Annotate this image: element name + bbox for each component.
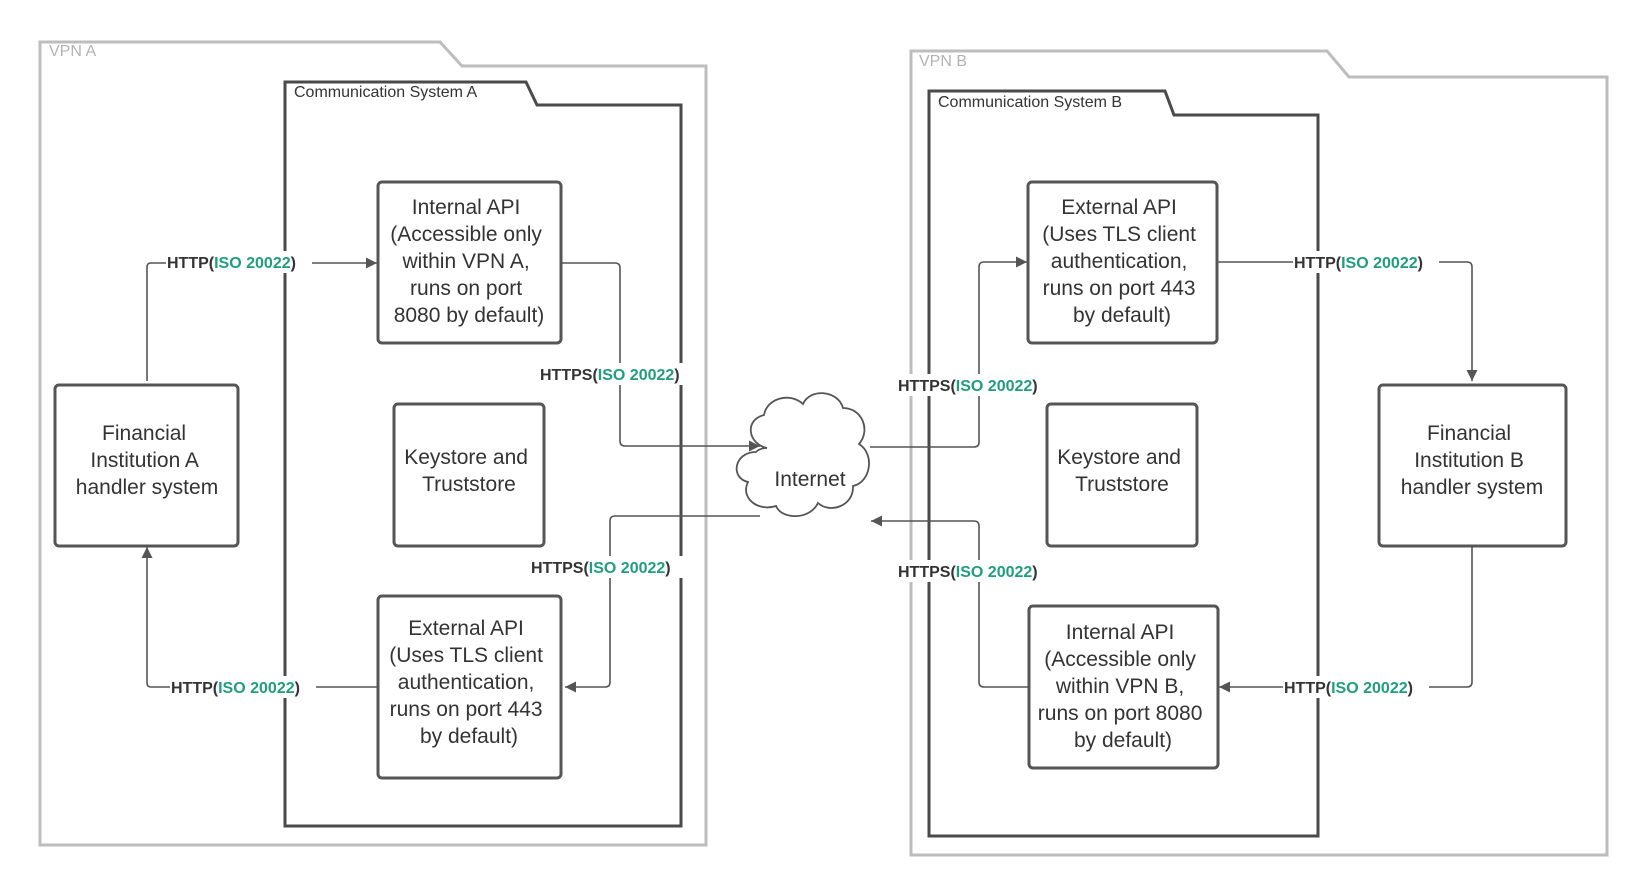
svg-text:HTTP(ISO 20022): HTTP(ISO 20022) [167, 255, 296, 272]
external-api-b-line-2: (Uses TLS client [1042, 223, 1196, 246]
external-api-b-line-4: runs on port 443 [1043, 277, 1196, 300]
external-api-b-line-1: External API [1061, 196, 1177, 219]
internal-api-a-line-3: within VPN A, [401, 250, 529, 273]
internal-api-b-line-2: (Accessible only [1044, 648, 1196, 671]
communication-system-a-label: Communication System A [294, 84, 478, 101]
keystore-a-line-1: Keystore and [404, 446, 528, 469]
external-api-a-node: External API (Uses TLS client authentica… [376, 594, 563, 780]
label-internet-to-external-api-b: HTTPS(ISO 20022) [897, 374, 1054, 396]
keystore-b-node: Keystore and Truststore [1045, 402, 1199, 548]
internal-api-a-line-4: runs on port [410, 277, 522, 300]
keystore-a-line-2: Truststore [422, 473, 516, 496]
fi-a-line-3: handler system [76, 476, 218, 499]
svg-text:HTTPS(ISO 20022): HTTPS(ISO 20022) [898, 378, 1038, 395]
svg-text:External API (Uses TLS c: External API (Uses TLS client authentica… [1042, 196, 1202, 327]
label-fi-b-to-internal-api-b: HTTP(ISO 20022) [1283, 676, 1429, 698]
internal-api-a-line-1: Internal API [412, 196, 521, 219]
internal-api-b-line-3: within VPN B, [1055, 675, 1184, 698]
communication-system-b-label: Communication System B [938, 94, 1122, 111]
internal-api-a-line-5: 8080 by default) [394, 304, 545, 327]
edge-fi-b-to-internal-api-b [1219, 547, 1473, 693]
fi-a-line-1: Financial [102, 422, 186, 445]
internet-cloud: Internet [735, 392, 870, 518]
svg-text:Internal API (Accessible: Internal API (Accessible only within VPN… [1038, 621, 1208, 752]
svg-text:Internal API (Accessible: Internal API (Accessible only within VPN… [390, 196, 548, 327]
external-api-a-line-4: runs on port 443 [390, 698, 543, 721]
fi-a-line-2: Institution A [90, 449, 199, 472]
external-api-a-line-5: by default) [420, 725, 518, 748]
svg-text:HTTP(ISO 20022): HTTP(ISO 20022) [1284, 680, 1413, 697]
edge-external-api-b-to-fi-b [1218, 261, 1478, 381]
financial-institution-b-node: Financial Institution B handler system [1377, 383, 1568, 548]
vpn-a-label: VPN A [49, 43, 96, 60]
svg-text:External API (Uses TLS c: External API (Uses TLS client authentica… [389, 617, 549, 748]
svg-text:HTTP(ISO 20022): HTTP(ISO 20022) [171, 680, 300, 697]
internal-api-a-line-2: (Accessible only [390, 223, 542, 246]
label-external-api-b-to-fi-b: HTTP(ISO 20022) [1293, 251, 1439, 273]
svg-text:HTTPS(ISO 20022): HTTPS(ISO 20022) [531, 560, 671, 577]
communication-system-a-frame: Communication System A [283, 80, 683, 828]
svg-text:HTTP(ISO 20022): HTTP(ISO 20022) [1294, 255, 1423, 272]
internal-api-b-line-5: by default) [1074, 729, 1172, 752]
edge-labels: HTTP(ISO 20022) HTTPS(ISO 20022) HTTPS(I… [166, 251, 1439, 698]
internal-api-a-node: Internal API (Accessible only within VPN… [376, 180, 563, 345]
edge-fi-a-to-internal-api-a [146, 257, 377, 381]
internal-api-b-node: Internal API (Accessible only within VPN… [1027, 604, 1220, 770]
edge-internet-to-external-api-a [565, 515, 760, 693]
internet-label: Internet [774, 468, 845, 491]
svg-text:Financial Institution A: Financial Institution A handler system [76, 422, 218, 499]
label-internal-api-a-to-internet: HTTPS(ISO 20022) [539, 363, 696, 385]
connectors [141, 256, 1478, 693]
label-internet-to-external-api-a: HTTPS(ISO 20022) [530, 556, 687, 578]
label-fi-a-to-internal-api-a: HTTP(ISO 20022) [166, 251, 312, 273]
internal-api-b-line-4: runs on port 8080 [1038, 702, 1203, 725]
financial-institution-a-node: Financial Institution A handler system [53, 383, 240, 548]
svg-text:HTTPS(ISO 20022): HTTPS(ISO 20022) [540, 367, 680, 384]
external-api-b-line-5: by default) [1073, 304, 1171, 327]
vpn-b-label: VPN B [919, 53, 967, 70]
edge-internet-to-external-api-b [870, 256, 1027, 448]
svg-text:Keystore and Truststore: Keystore and Truststore [1057, 446, 1187, 496]
vpn-b-frame: VPN B [909, 49, 1609, 857]
keystore-b-line-1: Keystore and [1057, 446, 1181, 469]
external-api-a-line-2: (Uses TLS client [389, 644, 543, 667]
external-api-a-line-3: authentication, [398, 671, 535, 694]
svg-text:HTTPS(ISO 20022): HTTPS(ISO 20022) [898, 564, 1038, 581]
keystore-a-node: Keystore and Truststore [392, 402, 546, 548]
svg-text:Financial Institution B: Financial Institution B handler system [1401, 422, 1543, 499]
keystore-b-line-2: Truststore [1075, 473, 1169, 496]
fi-b-line-1: Financial [1427, 422, 1511, 445]
svg-text:Keystore and Truststore: Keystore and Truststore [404, 446, 534, 496]
internal-api-b-line-1: Internal API [1066, 621, 1175, 644]
fi-b-line-3: handler system [1401, 476, 1543, 499]
external-api-b-line-3: authentication, [1051, 250, 1188, 273]
external-api-a-line-1: External API [408, 617, 524, 640]
edge-internal-api-b-to-internet [871, 515, 1028, 688]
label-external-api-a-to-fi-a: HTTP(ISO 20022) [170, 676, 316, 698]
vpn-a-frame: VPN A [38, 40, 708, 847]
fi-b-line-2: Institution B [1414, 449, 1524, 472]
edge-external-api-a-to-fi-a [141, 547, 377, 688]
edge-internal-api-a-to-internet [562, 262, 760, 452]
communication-system-b-frame: Communication System B [927, 89, 1320, 838]
external-api-b-node: External API (Uses TLS client authentica… [1026, 180, 1219, 345]
label-internal-api-b-to-internet: HTTPS(ISO 20022) [897, 560, 1054, 582]
